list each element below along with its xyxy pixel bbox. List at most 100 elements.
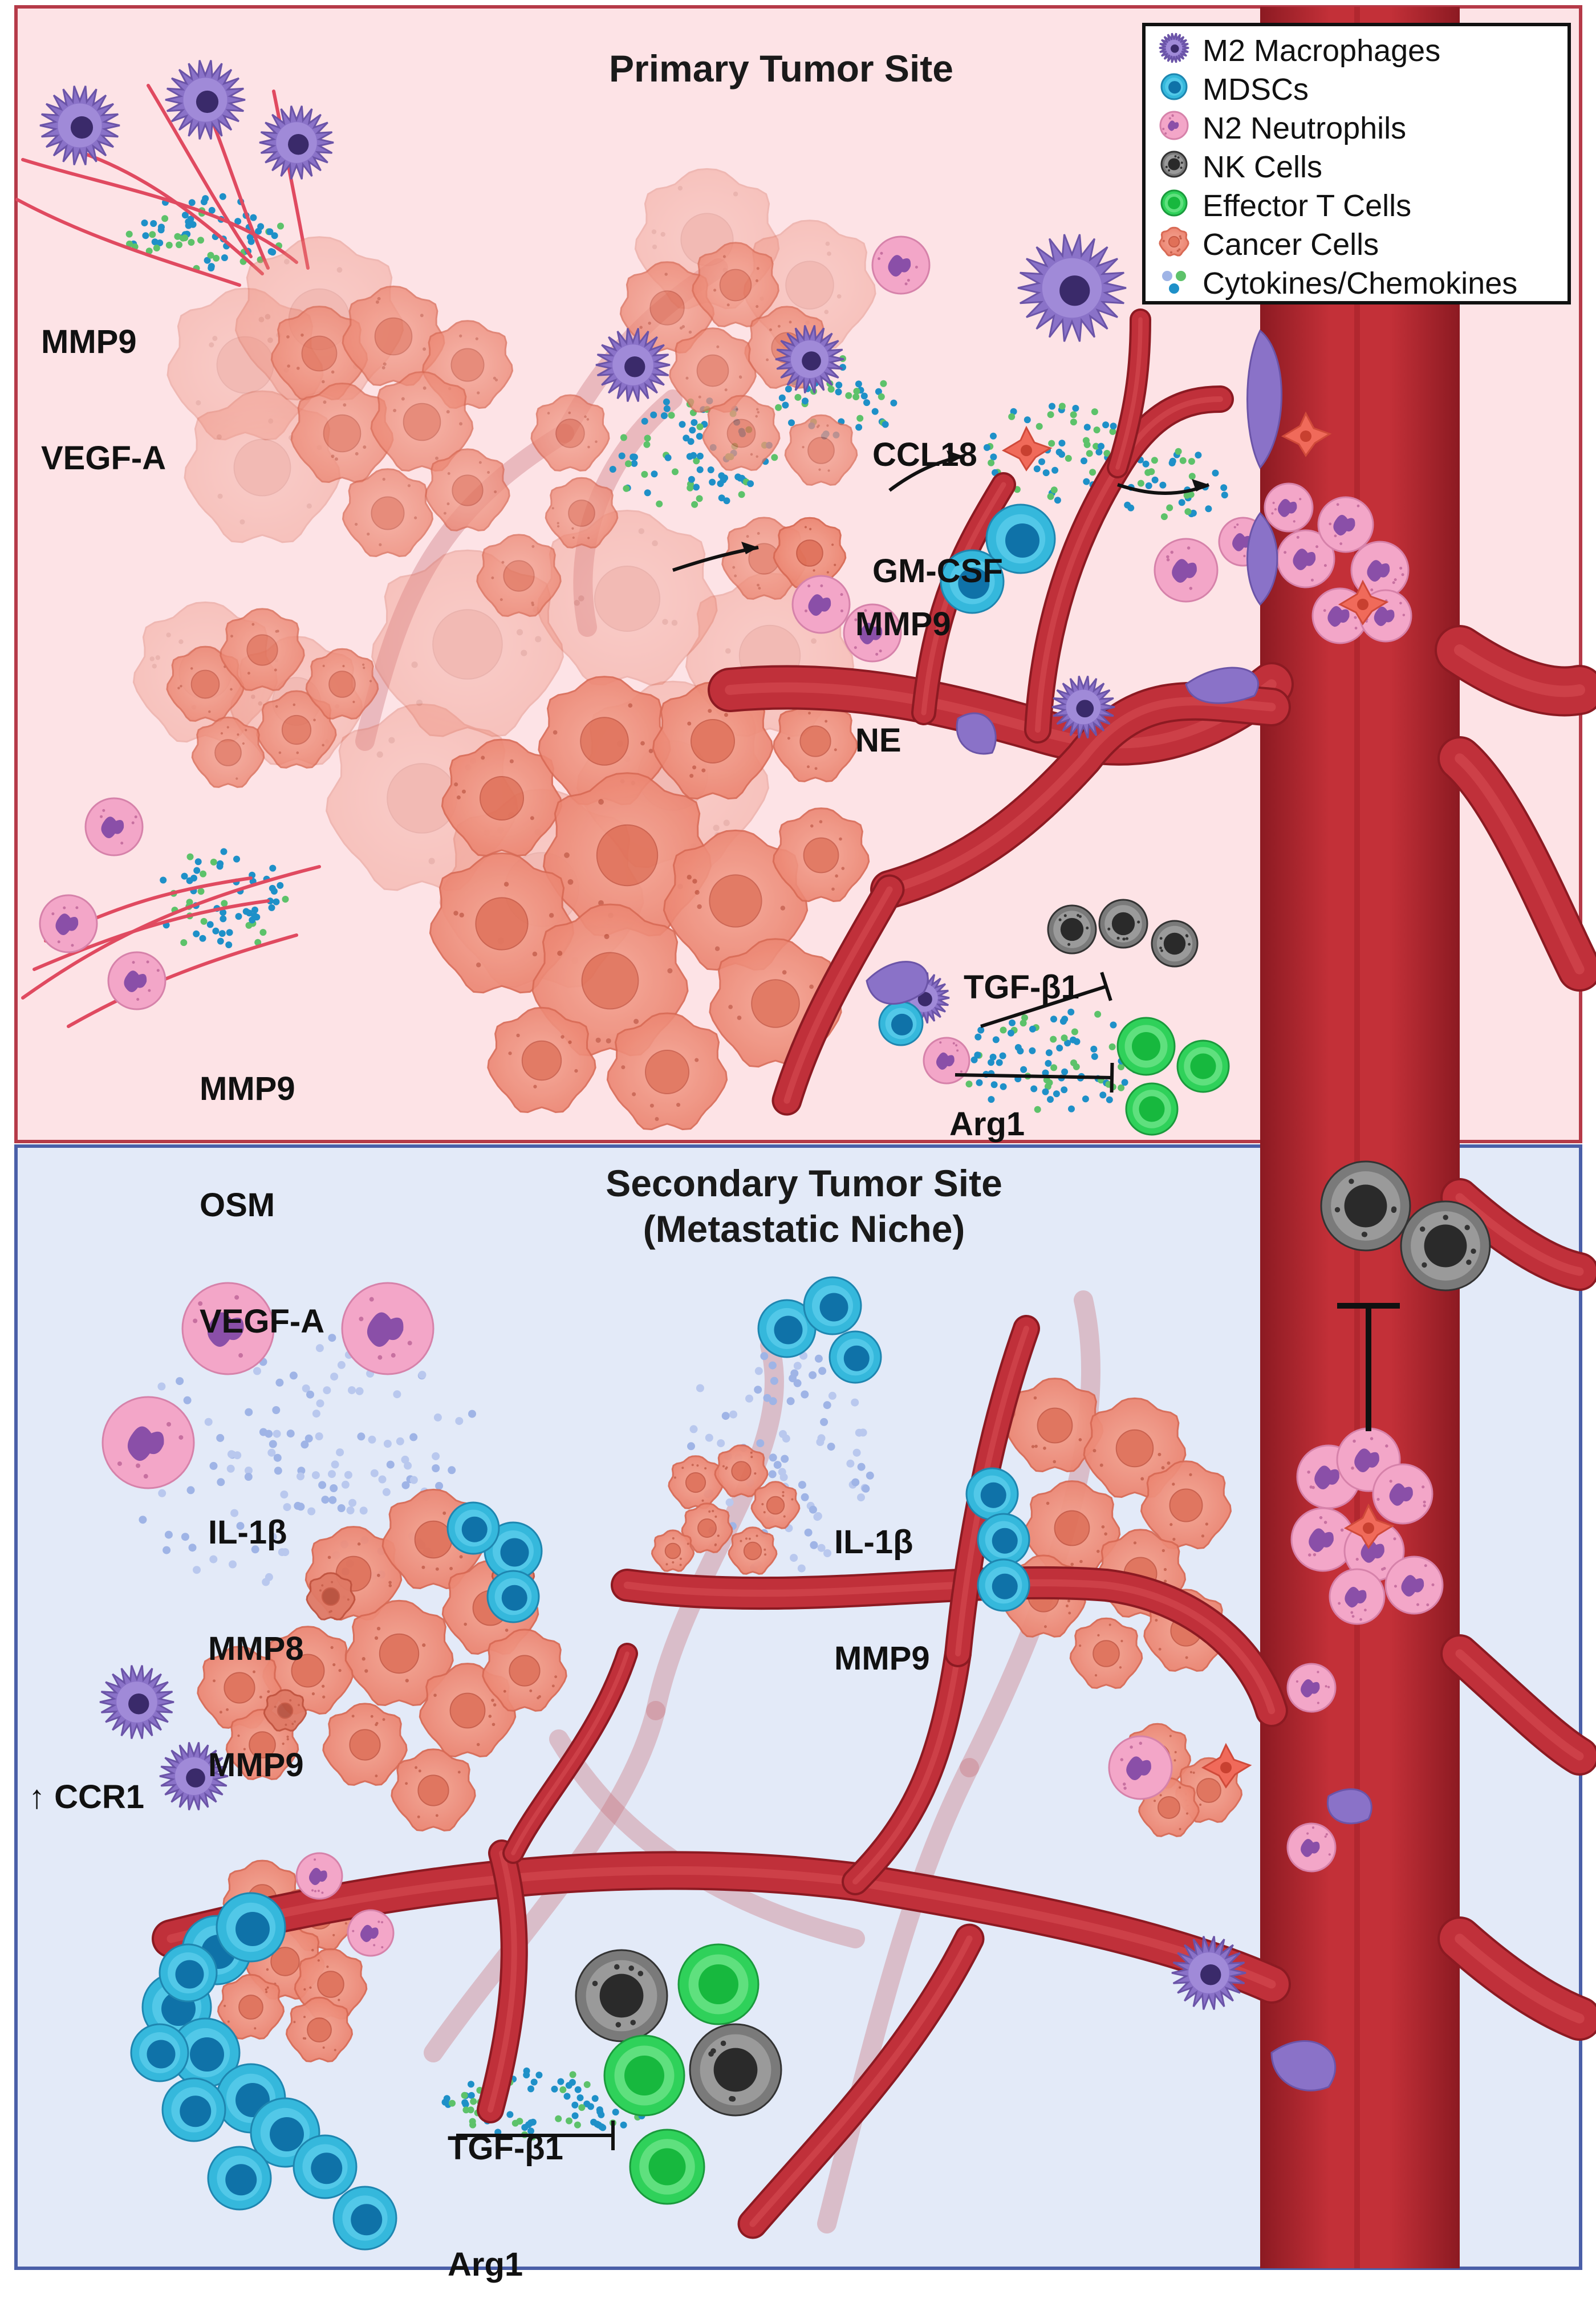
legend-item: M2 Macrophages [1146, 30, 1567, 68]
legend-item: MDSCs [1146, 68, 1567, 107]
t-cell-icon [629, 2129, 705, 2205]
arrows-and-inhibitors [456, 450, 1400, 2150]
cancer-cell-icon [441, 738, 563, 857]
label-line: TGF-β1 [448, 2130, 563, 2167]
mdsc-icon [940, 549, 1005, 614]
neutrophil-icon [791, 575, 851, 634]
vessel-branch [477, 1839, 528, 2123]
legend-label: Cytokines/Chemokines [1203, 266, 1518, 300]
migrating-macrophage-icon [956, 712, 997, 755]
cancer-cell-icon [306, 1572, 356, 1621]
neutrophil-icon [843, 603, 902, 663]
cancer-cell-icon [702, 395, 781, 471]
legend-label: M2 Macrophages [1203, 34, 1441, 68]
migrating-cancer-cell-icon [1338, 579, 1389, 626]
cancer-cell-icon [651, 1529, 695, 1572]
neutrophil-icon [1350, 541, 1410, 600]
capillary [21, 158, 298, 264]
macrophage-icon [1171, 1936, 1246, 2010]
macrophage-icon [595, 328, 671, 402]
cancer-cell-icon [750, 1481, 801, 1529]
immune-cells [39, 60, 1491, 2251]
label-line: IL-1β [834, 1524, 913, 1561]
mdsc-icon [216, 1892, 286, 1963]
cancer-cell-icon [263, 1689, 307, 1732]
neutrophil-icon [181, 1282, 275, 1375]
cancer-cell-icon [784, 414, 858, 486]
nk-cell-icon [575, 1949, 668, 2042]
neutrophil-icon [84, 797, 144, 856]
vessel-branch [1107, 308, 1151, 478]
label-tgf-beta1-primary: TGF-β1 [964, 969, 1079, 1006]
cancer-cell-icon [663, 829, 809, 971]
neutrophil-icon [1159, 111, 1189, 140]
t-cell-icon [1160, 189, 1188, 217]
cancer-cell-icon [344, 1599, 454, 1707]
mdsc-icon [1160, 73, 1188, 100]
mdsc-icon [965, 1467, 1019, 1521]
nk-cell-icon [689, 2023, 782, 2117]
neutrophil-icon [347, 1909, 395, 1957]
vessel-branch [1440, 1634, 1596, 1776]
cancer-cell-icon [476, 534, 562, 617]
migrating-cancer-cell-icon [1201, 1743, 1252, 1789]
t-cell-icon [603, 2034, 685, 2117]
cancer-cell-icon [391, 1748, 476, 1831]
migrating-macrophage-icon [1185, 667, 1259, 704]
vessel-branch [1437, 736, 1596, 992]
vessel-branch [771, 874, 905, 1116]
legend-label: Effector T Cells [1203, 189, 1412, 223]
legend-item: Effector T Cells [1146, 185, 1567, 223]
legend-label: N2 Neutrophils [1203, 111, 1407, 145]
label-line: OSM [200, 1187, 275, 1224]
mdsc-icon [878, 1001, 924, 1046]
cancer-cell-icon [197, 1646, 282, 1729]
t-cell-icon [1125, 1082, 1179, 1136]
cancer-cell-icon [425, 448, 510, 531]
tumor-masses [132, 168, 1243, 2062]
cancer-cell-icon [256, 690, 337, 769]
cancer-cell-icon [429, 852, 575, 994]
mdsc-icon [293, 2134, 358, 2199]
mdsc-icon [446, 1501, 500, 1555]
label-line: GM-CSF [872, 553, 1003, 590]
vessel-branch [1435, 625, 1596, 717]
migrating-macrophage-icon [1270, 2040, 1337, 2091]
secondary-panel-title: Secondary Tumor Site (Metastatic Niche) [479, 1160, 1129, 1252]
vessel-branch [842, 1640, 972, 1895]
legend-item: NK Cells [1146, 146, 1567, 184]
cancer-cell-icon [714, 1444, 769, 1497]
macrophage-icon [259, 105, 334, 180]
macrophage-icon [39, 86, 120, 165]
cancer-cell-icon [773, 517, 847, 588]
cancer-cell-icon [217, 1973, 285, 2040]
cancer-cell-icon [773, 699, 858, 782]
neutrophil-icon [1264, 482, 1314, 533]
vessel-branch [1440, 1178, 1596, 1291]
cancer-cell-icon [606, 1012, 728, 1131]
primary-panel-title: Primary Tumor Site [609, 47, 953, 90]
cancer-cell-icon [669, 327, 757, 413]
cancer-cell-icon [305, 648, 379, 720]
cytokine-icon [125, 193, 284, 272]
cancer-cell-icon [191, 716, 265, 788]
macrophage-icon [1159, 33, 1189, 63]
mdsc-icon [161, 2077, 226, 2142]
label-line: MMP8 [208, 1630, 304, 1667]
capillary [15, 198, 241, 287]
cancer-cell-icon [537, 509, 718, 686]
capillary [67, 147, 264, 275]
nk-cell-icon [1151, 920, 1199, 968]
cancer-cell-icon [681, 1502, 733, 1553]
t-cell-icon [1176, 1039, 1230, 1093]
legend-item: Cytokines/Chemokines [1146, 262, 1567, 300]
migrating-cancer-cell-icon [1281, 411, 1332, 457]
mdsc-icon [829, 1330, 882, 1384]
cancer-cell-icon [545, 477, 619, 549]
secondary-title-line1: Secondary Tumor Site [606, 1162, 1002, 1204]
neutrophil-icon [1329, 1568, 1386, 1625]
mdsc-icon [486, 1570, 540, 1623]
mdsc-icon [757, 1299, 817, 1358]
t-cell-icon [677, 1943, 760, 2025]
vessel-branch [502, 1643, 638, 1864]
